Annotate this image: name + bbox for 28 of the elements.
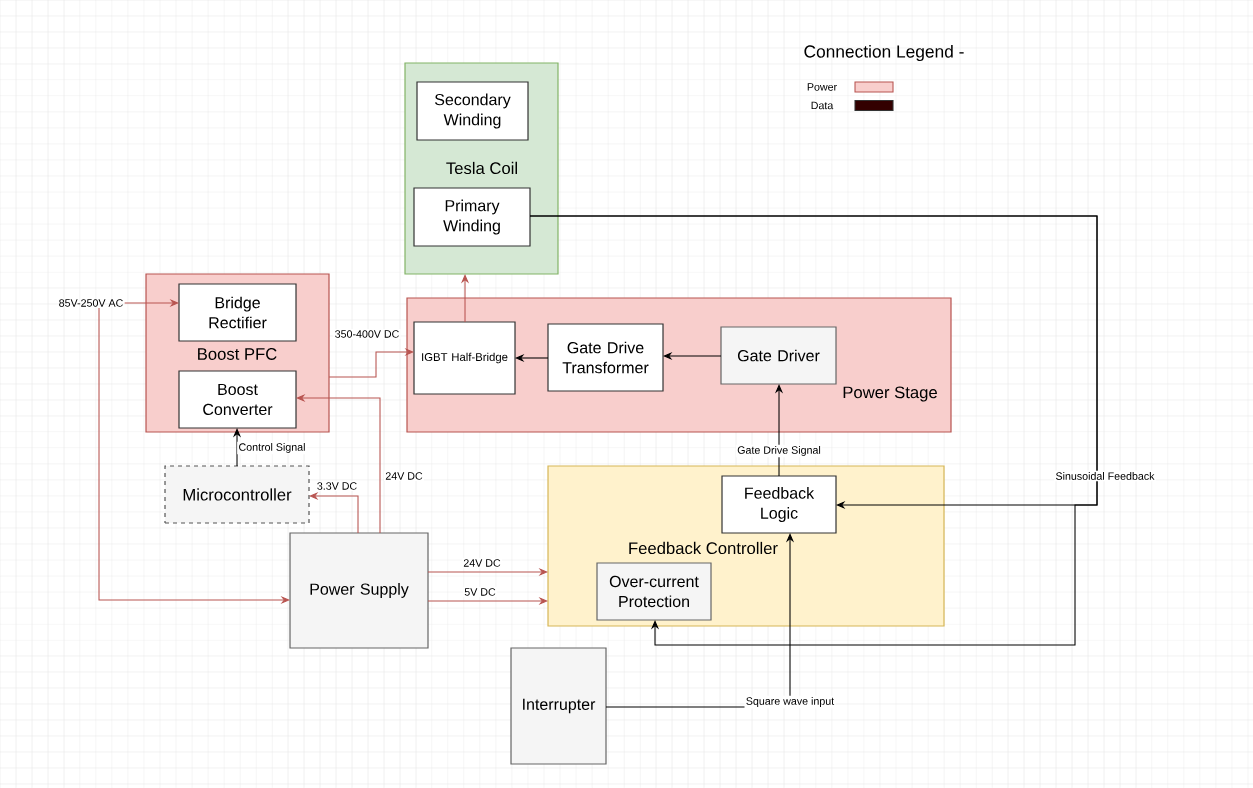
block-box: Over-current Protection — [596, 562, 712, 621]
block-box: Microcontroller — [164, 465, 310, 524]
block-box: Boost Converter — [178, 370, 297, 429]
block-box: Gate Drive Transformer — [547, 323, 664, 392]
block-box: Primary Winding — [413, 187, 531, 247]
group-label: Power Stage — [843, 386, 937, 402]
block-box: Gate Driver — [720, 326, 837, 385]
edge-label: 24V DC — [462, 557, 502, 569]
block-box: IGBT Half-Bridge — [413, 321, 516, 395]
block-box: Feedback Logic — [721, 475, 837, 534]
group-label: Tesla Coil — [446, 161, 517, 175]
edge-label: 3.3V DC — [315, 480, 359, 492]
block-box: Secondary Winding — [416, 81, 529, 141]
group-label: Feedback Controller — [629, 541, 778, 555]
block-box: Interrupter — [510, 647, 607, 765]
arrow — [328, 347, 414, 378]
edge-label: 24V DC — [384, 470, 424, 482]
block-box: Power Supply — [289, 532, 429, 649]
arrow — [529, 215, 1098, 646]
edge-label: 350-400V DC — [333, 328, 401, 340]
block-box: Bridge Rectifier — [178, 283, 297, 342]
legend-title: Connection Legend - — [804, 44, 964, 62]
edge-label: 5V DC — [462, 586, 498, 598]
group-label: Boost PFC — [198, 348, 277, 360]
legend-label: Data — [811, 101, 834, 110]
edge-label: Sinusoidal Feedback — [1054, 470, 1156, 482]
input-label: 85V-250V AC — [59, 299, 123, 307]
legend-label: Power — [807, 83, 837, 91]
